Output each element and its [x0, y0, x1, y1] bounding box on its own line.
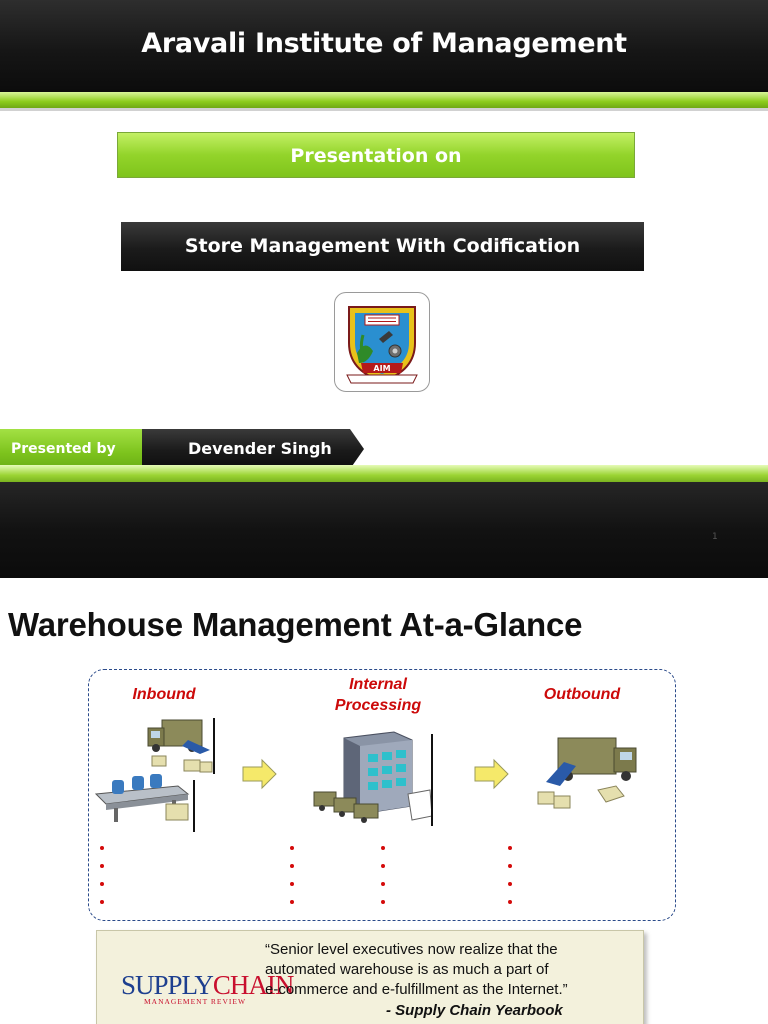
bullet-dot	[100, 900, 104, 904]
internal-label-line2: Processing	[334, 697, 422, 714]
header-green-strip	[0, 92, 768, 111]
topic-banner: Store Management With Codification	[121, 222, 644, 271]
presenter-name: Devender Singh	[188, 439, 332, 458]
bullet-dot	[290, 900, 294, 904]
process-diagram-frame	[88, 669, 676, 921]
bullet-dot	[381, 900, 385, 904]
bullet-dot	[381, 864, 385, 868]
bullet-dot	[508, 900, 512, 904]
institute-crest-icon: AIM	[346, 306, 418, 384]
outbound-truck-icon	[537, 737, 637, 809]
title-slide: Aravali Institute of Management Presenta…	[0, 0, 768, 578]
logo-badge-text: AIM	[373, 364, 390, 373]
institute-logo: AIM	[334, 292, 430, 392]
presenter-arrow-banner	[142, 429, 364, 469]
footer-green-strip	[0, 465, 768, 482]
outbound-label: Outbound	[543, 686, 621, 703]
bullet-dot	[508, 882, 512, 886]
header-banner: Aravali Institute of Management	[0, 0, 768, 92]
supply-chain-logo: SUPPLYCHAIN	[121, 970, 294, 1000]
warehouse-building-icon	[313, 731, 433, 826]
bullet-dot	[508, 846, 512, 850]
quote-text: “Senior level executives now realize tha…	[265, 941, 568, 998]
bullet-dot	[290, 882, 294, 886]
presented-by-label: Presented by	[0, 429, 142, 469]
internal-label-line1: Internal	[349, 676, 407, 693]
bullet-dot	[100, 882, 104, 886]
bullet-dot	[100, 846, 104, 850]
bullet-dot	[290, 864, 294, 868]
footer-band	[0, 482, 768, 578]
bullet-dot	[100, 864, 104, 868]
presentation-on-banner: Presentation on	[117, 132, 635, 178]
right-arrow-icon	[242, 758, 277, 790]
bullet-dot	[290, 846, 294, 850]
warehouse-slide: Warehouse Management At-a-Glance Inbound…	[0, 578, 768, 1024]
quote-panel	[96, 930, 644, 1024]
page-number: 1	[712, 532, 718, 542]
institute-title: Aravali Institute of Management	[141, 28, 627, 59]
slide-title: Warehouse Management At-a-Glance	[8, 606, 583, 643]
bullet-dot	[381, 882, 385, 886]
inbound-label: Inbound	[132, 686, 196, 703]
inbound-truck-icon	[94, 718, 215, 832]
bullet-dot	[508, 864, 512, 868]
supply-chain-logo-subtitle: MANAGEMENT REVIEW	[144, 997, 247, 1006]
bullet-dot	[381, 846, 385, 850]
quote-source: - Supply Chain Yearbook	[386, 1002, 563, 1019]
right-arrow-icon	[474, 758, 509, 790]
